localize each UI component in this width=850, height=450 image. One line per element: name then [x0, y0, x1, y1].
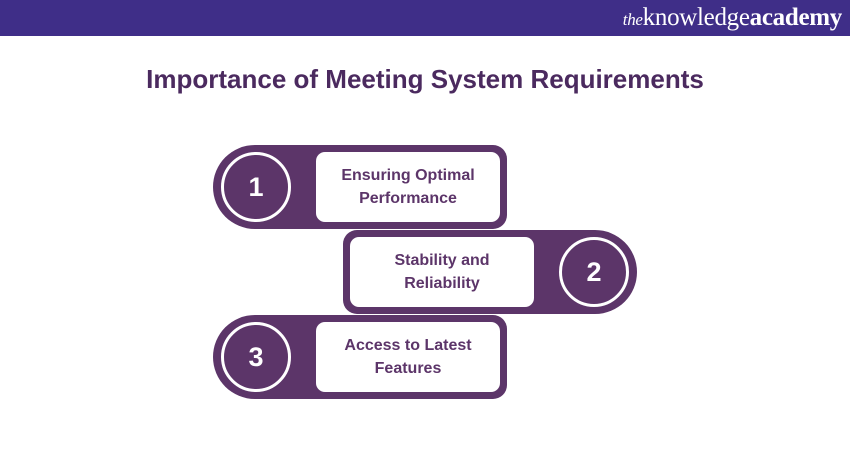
step-label: Stability and Reliability	[350, 237, 534, 307]
step-2: Stability and Reliability 2	[343, 230, 637, 314]
step-1: 1 Ensuring Optimal Performance	[213, 145, 507, 229]
step-3: 3 Access to Latest Features	[213, 315, 507, 399]
logo-main: knowledge	[642, 4, 750, 31]
brand-logo: theknowledgeacademy	[622, 4, 843, 32]
step-number-badge: 3	[221, 322, 291, 392]
logo-prefix: the	[622, 10, 643, 29]
step-label: Ensuring Optimal Performance	[316, 152, 500, 222]
step-label: Access to Latest Features	[316, 322, 500, 392]
logo-suffix: academy	[749, 4, 843, 31]
step-number-badge: 2	[559, 237, 629, 307]
header-bar: theknowledgeacademy	[0, 0, 850, 36]
step-number-badge: 1	[221, 152, 291, 222]
page-title: Importance of Meeting System Requirement…	[146, 64, 704, 94]
